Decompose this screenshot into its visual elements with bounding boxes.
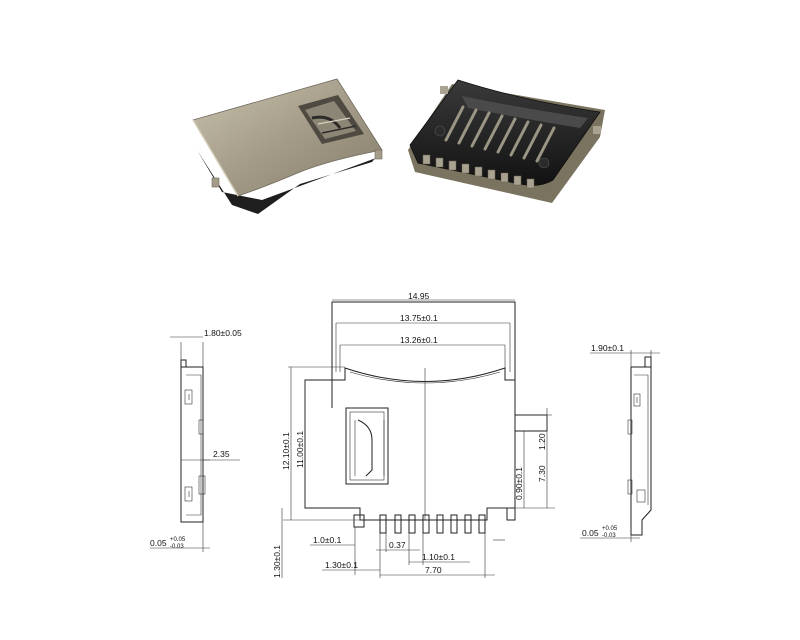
dim-inner-width: 13.75±0.1 bbox=[400, 313, 438, 323]
dim-left-thickness: 1.80±0.05 bbox=[204, 328, 242, 338]
dim-right-tol-lower: -0.03 bbox=[602, 533, 616, 539]
dim-pin-offset: 1.0±0.1 bbox=[313, 535, 342, 545]
dim-slot-width: 13.26±0.1 bbox=[400, 335, 438, 345]
dim-left-tol-value: 0.05 bbox=[150, 538, 167, 548]
dim-left-tol-lower: -0.03 bbox=[170, 544, 184, 550]
dim-right-thickness: 1.90±0.1 bbox=[591, 343, 624, 353]
dim-right-tol-upper: +0.05 bbox=[602, 526, 618, 532]
dim-pin-span: 7.70 bbox=[425, 565, 442, 575]
connector-photo-metal-shell bbox=[192, 78, 383, 214]
dim-bottom-height: 1.30±0.1 bbox=[272, 545, 282, 578]
dim-pin-width: 0.37 bbox=[389, 540, 406, 550]
dim-total-height: 12.10±0.1 bbox=[281, 432, 291, 470]
side-view-left: 1.80±0.05 2.35 0.05 +0.05 -0.03 bbox=[150, 328, 242, 552]
dim-overall-width: 14.95 bbox=[408, 291, 430, 301]
side-view-right: 1.90±0.1 0.05 +0.05 -0.03 bbox=[580, 343, 660, 542]
front-view: 14.95 13.75±0.1 13.26±0.1 bbox=[272, 291, 555, 578]
dim-pin-pitch: 1.10±0.1 bbox=[422, 552, 455, 562]
dim-right-mid: 7.30 bbox=[537, 465, 547, 482]
dim-left-offset: 2.35 bbox=[213, 449, 230, 459]
dim-right-small: 0.90±0.1 bbox=[514, 467, 524, 500]
dim-left-offset: 1.30±0.1 bbox=[325, 560, 358, 570]
dim-body-height: 11.00±0.1 bbox=[295, 431, 305, 468]
dim-right-tol-value: 0.05 bbox=[582, 528, 599, 538]
dim-left-tol-upper: +0.05 bbox=[170, 537, 186, 543]
connector-photo-black-housing bbox=[408, 79, 605, 203]
dim-right-top: 1.20 bbox=[537, 433, 547, 450]
